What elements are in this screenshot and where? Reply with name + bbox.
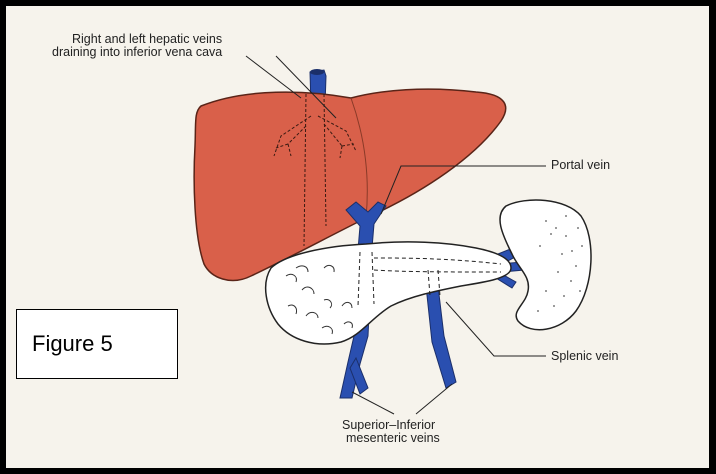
figure-label-box: Figure 5 (16, 309, 178, 379)
diagram-frame: Right and left hepatic veins draining in… (6, 6, 709, 468)
label-mesenteric-line2: mesenteric veins (346, 432, 440, 445)
label-splenic-vein: Splenic vein (551, 350, 618, 363)
label-hepatic-veins-line2: draining into inferior vena cava (52, 46, 222, 59)
label-portal-vein: Portal vein (551, 159, 610, 172)
hepatic-portal-diagram (6, 6, 709, 468)
pancreas (266, 242, 511, 344)
figure-label: Figure 5 (32, 331, 113, 357)
inferior-mesenteric-vein (426, 286, 456, 388)
